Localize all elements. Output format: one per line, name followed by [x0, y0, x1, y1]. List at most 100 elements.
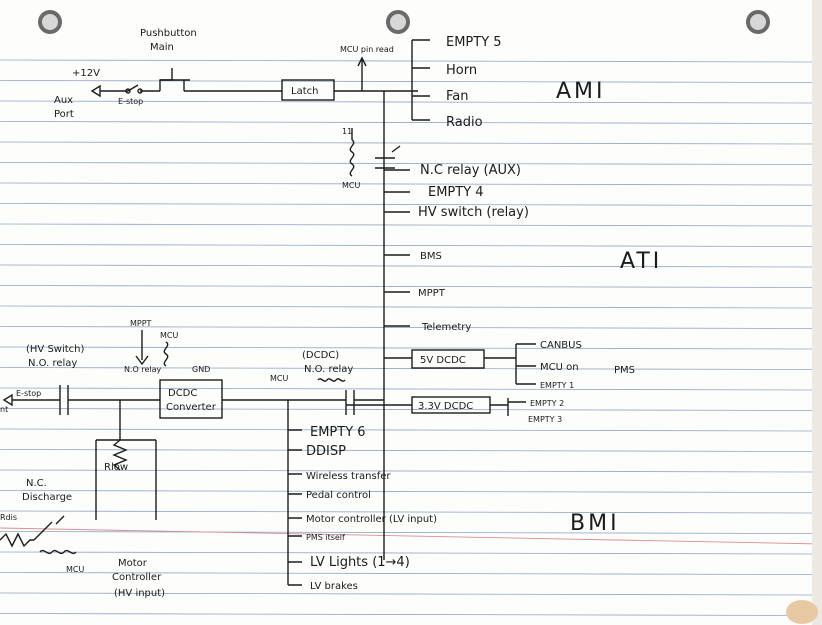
ami-item-1: EMPTY 5	[446, 35, 502, 50]
no-relay-label: N.O relay	[124, 365, 162, 374]
aux-port-label: Aux	[54, 95, 73, 106]
ati-title: ATI	[620, 249, 662, 274]
ruled-line	[0, 490, 813, 493]
aux-port-label-2: Port	[54, 109, 74, 120]
dcdc-5v-label: 5V DCDC	[420, 355, 466, 366]
estop-switch	[127, 84, 160, 92]
hv-mcu-label: MCU	[160, 331, 178, 340]
ati-item-2: EMPTY 4	[428, 185, 484, 200]
dcdc-converter-label-2: Converter	[166, 402, 217, 413]
discharge-coil	[39, 549, 77, 555]
top-section: Pushbutton Main +12V Aux Port E-stop Lat…	[54, 28, 606, 560]
ruled-line	[0, 449, 813, 452]
ruled-lines	[0, 59, 813, 616]
ruled-line	[0, 613, 813, 616]
estop-label: E-stop	[118, 97, 143, 106]
ati-taps	[384, 169, 410, 327]
bmi-section: EMPTY 6 DDISP Wireless transfer Pedal co…	[287, 400, 620, 592]
rlow-resistor	[112, 439, 128, 471]
ruled-line	[0, 387, 813, 391]
ati-section: 11 MCU N.C relay (AUX) EMPTY 4 HV switch…	[342, 127, 662, 424]
ruled-line	[0, 121, 813, 124]
hv-input-arrow	[2, 393, 13, 407]
ruled-line	[0, 264, 813, 268]
rdis-label: Rdis	[0, 513, 17, 522]
ruled-line	[0, 367, 813, 370]
ruled-line	[0, 223, 813, 227]
dcdc-33v-out-1: EMPTY 2	[530, 399, 564, 408]
discharge-switch	[33, 515, 65, 541]
plus12v-label: +12V	[72, 68, 100, 79]
ami-title: AMI	[556, 79, 606, 104]
pushbutton-label-2: Main	[150, 42, 174, 53]
corner-shadow	[786, 600, 818, 624]
dcdc-5v-out-2: MCU on	[540, 362, 579, 373]
hv-switch-label-2: N.O. relay	[28, 358, 77, 369]
nc-discharge-label: N.C.	[26, 478, 47, 489]
bmi-item-6: PMS itself	[306, 533, 345, 542]
hv-section: (HV Switch) N.O. relay nt E-stop MPPT MC…	[0, 319, 384, 599]
ati-item-3: HV switch (relay)	[418, 205, 529, 220]
ruled-line	[0, 203, 813, 206]
latch-box	[281, 79, 335, 101]
gnd-label: GND	[192, 365, 210, 374]
bmi-item-1: EMPTY 6	[310, 425, 366, 440]
motor-label-2: Controller	[112, 572, 162, 583]
ruled-line	[0, 305, 813, 309]
mcu-pin-read-arrow	[357, 56, 367, 91]
dcdc-5v-out-3: EMPTY 1	[540, 381, 574, 390]
ruled-line	[0, 141, 813, 145]
dcdc-relay-label: (DCDC)	[302, 350, 339, 361]
ruled-line	[0, 326, 813, 329]
ati-item-1: N.C relay (AUX)	[420, 163, 521, 178]
motor-label: Motor	[118, 558, 148, 569]
dcdc-33v-out-2: EMPTY 3	[528, 415, 562, 424]
dcdc-5v-outputs	[484, 343, 536, 385]
aux-port-arrow	[90, 84, 101, 98]
bmi-item-5: Motor controller (LV input)	[306, 514, 437, 525]
ati-item-4: BMS	[420, 251, 442, 262]
bmi-item-8: LV brakes	[310, 581, 358, 592]
dcdc-converter-box	[159, 379, 223, 419]
ami-taps	[412, 39, 430, 121]
dcdc-33v-label: 3.3V DCDC	[418, 401, 473, 412]
ruled-line	[0, 428, 813, 432]
ruled-line	[0, 510, 813, 514]
input-label: nt	[0, 405, 8, 414]
hv-relay-coil	[163, 341, 169, 367]
ruled-line	[0, 182, 813, 186]
mcu-bottom-label: MCU	[66, 565, 84, 574]
bmi-item-2: DDISP	[306, 444, 346, 459]
motor-label-3: (HV input)	[114, 588, 165, 599]
bmi-taps	[288, 429, 302, 586]
rlow-branch	[95, 439, 157, 520]
ruled-line	[0, 285, 813, 288]
bmi-item-7: LV Lights (1→4)	[310, 555, 410, 570]
ami-item-3: Fan	[446, 89, 469, 104]
relay-mcu-label: MCU	[342, 181, 360, 190]
rlow-label: Rlow	[104, 462, 128, 473]
pms-label: PMS	[614, 365, 635, 376]
ruled-line	[0, 408, 813, 411]
relay-coil	[349, 139, 355, 177]
dcdc-5v-box	[411, 349, 485, 369]
nc-relay-contact	[375, 157, 395, 169]
ati-item-5: MPPT	[418, 288, 446, 299]
red-margin-line	[0, 527, 822, 545]
ruled-line	[0, 469, 813, 473]
dcdc-5v-out-1: CANBUS	[540, 340, 582, 351]
latch-label: Latch	[291, 86, 318, 97]
mcu-left-label: MCU	[270, 374, 288, 383]
dcdc-33v-outputs	[490, 398, 526, 416]
bmi-item-4: Pedal control	[306, 490, 371, 501]
dcdc-relay-contact	[345, 390, 384, 415]
dcdc-relay-coil	[317, 378, 346, 382]
bmi-title: BMI	[570, 511, 620, 536]
ruled-line	[0, 572, 813, 575]
dcdc-converter-label: DCDC	[168, 388, 197, 399]
ruled-line	[0, 59, 813, 63]
mcu-pin-read-label: MCU pin read	[340, 45, 394, 54]
rdis-resistor	[0, 532, 34, 548]
ruled-line	[0, 531, 813, 534]
